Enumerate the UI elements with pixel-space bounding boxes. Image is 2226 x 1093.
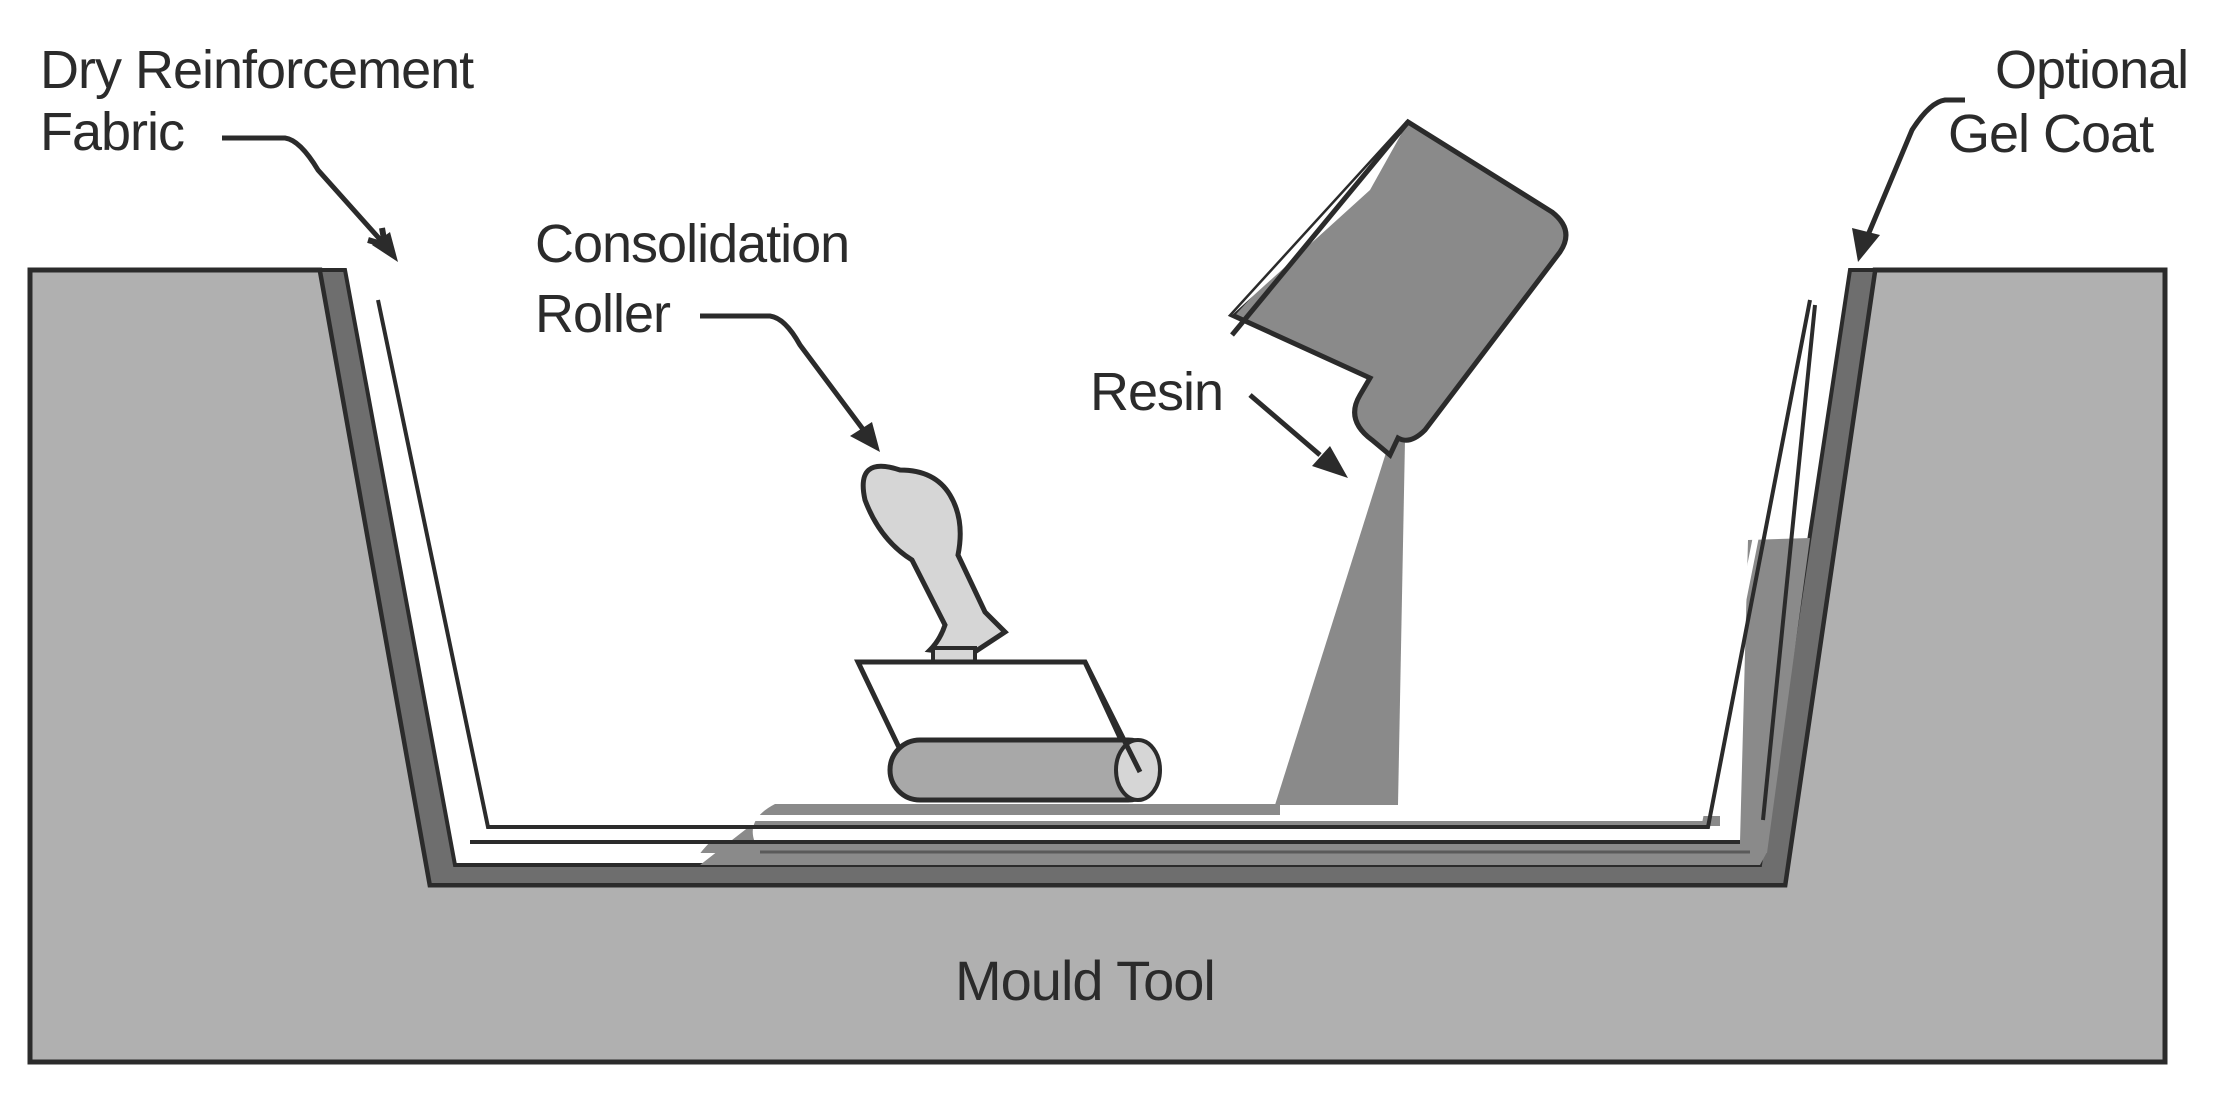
fabric-floor-white bbox=[460, 847, 705, 860]
gel-coat-layer bbox=[317, 268, 1878, 887]
mould-tool-label: Mould Tool bbox=[955, 949, 1215, 1012]
fabric-right-edge bbox=[1761, 304, 1817, 821]
dry-fabric-arrow bbox=[222, 135, 398, 262]
consolidation-label-line2: Roller bbox=[535, 284, 671, 344]
dry-fabric-label-line1: Dry Reinforcement bbox=[40, 40, 474, 100]
gel-coat-label-line1: Optional bbox=[1995, 40, 2188, 100]
wet-laminate-floor bbox=[700, 804, 1767, 865]
gel-coat-arrow bbox=[1852, 97, 1965, 262]
consolidation-roller bbox=[854, 463, 1162, 803]
gel-coat-label-line2: Gel Coat bbox=[1948, 104, 2154, 164]
resin-arrow bbox=[1248, 393, 1348, 478]
consolidation-arrow bbox=[700, 313, 880, 452]
dry-fabric-sheet bbox=[376, 299, 1812, 829]
resin-stream bbox=[1275, 440, 1405, 805]
resin-container bbox=[1227, 118, 1569, 459]
dry-fabric-label-line2: Fabric bbox=[40, 102, 184, 162]
resin-label: Resin bbox=[1090, 362, 1223, 422]
dry-fabric-sheet-inner bbox=[385, 299, 1805, 821]
consolidation-label-line1: Consolidation bbox=[535, 214, 849, 274]
